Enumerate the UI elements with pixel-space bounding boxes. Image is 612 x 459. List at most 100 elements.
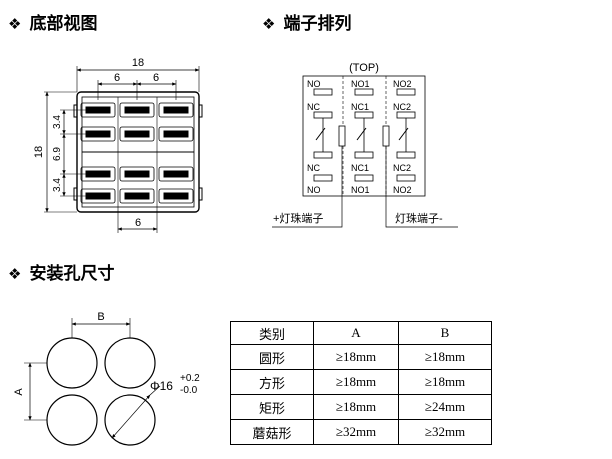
- pin-terminal: [124, 106, 150, 114]
- dim-a-label: A: [13, 388, 25, 396]
- table-cell: ≥18mm: [398, 369, 492, 395]
- table-row: 矩形 ≥18mm ≥24mm: [230, 394, 492, 420]
- dim-bottom-pitch-label: 6: [135, 217, 141, 229]
- section-title-terminals: ❖端子排列: [262, 14, 352, 34]
- terminal-label: NO1: [351, 185, 370, 195]
- pin-terminal: [124, 170, 150, 178]
- diameter-label: Φ16: [150, 379, 173, 393]
- terminal-label: NC2: [393, 102, 411, 112]
- pin-housing: [119, 102, 155, 118]
- table-cell: 圆形: [230, 344, 314, 370]
- contact-lever: [356, 127, 367, 141]
- pin-terminal: [163, 192, 189, 200]
- mounting-hole: [46, 394, 98, 446]
- terminal-label: NC: [307, 102, 320, 112]
- table-cell: ≥18mm: [398, 344, 492, 370]
- contact-pad: [396, 174, 416, 182]
- diamond-bullet-icon: ❖: [262, 15, 276, 33]
- terminal-layout-drawing: [272, 75, 458, 228]
- terminal-label: NO2: [393, 185, 412, 195]
- contact-pad: [396, 88, 416, 96]
- pin-terminal: [163, 130, 189, 138]
- contact-pad: [396, 111, 416, 119]
- pin-housing: [158, 102, 194, 118]
- contact-pad: [354, 88, 374, 96]
- dim-b-label: B: [97, 311, 104, 323]
- led-terminal: [382, 125, 390, 147]
- terminal-label: NO: [307, 185, 321, 195]
- bottom-view-pins: [80, 102, 194, 204]
- dim-pitch-label: 6: [114, 72, 120, 84]
- table-cell: ≥18mm: [313, 344, 399, 370]
- table-cell: ≥32mm: [313, 419, 399, 445]
- led-plus-label: +灯珠端子: [273, 211, 323, 225]
- mounting-labels: B A Φ16 +0.2 -0.0: [13, 311, 200, 396]
- table-cell: ≥24mm: [398, 394, 492, 420]
- contact-pad: [313, 111, 333, 119]
- dim-height-label: 18: [33, 146, 45, 158]
- pin-terminal: [163, 106, 189, 114]
- mounting-holes-drawing: [24, 318, 161, 446]
- contact-lever: [315, 127, 326, 141]
- pin-housing: [119, 188, 155, 204]
- top-label: (TOP): [349, 62, 379, 74]
- section-title-bottom-view: ❖底部视图: [8, 14, 98, 34]
- table-header-cell: B: [398, 321, 492, 345]
- mounting-hole: [104, 337, 156, 389]
- pin-housing: [158, 126, 194, 142]
- contact-pad: [313, 88, 333, 96]
- terminal-label: NC1: [351, 163, 369, 173]
- section-title-mounting: ❖安装孔尺寸: [8, 264, 115, 284]
- table-cell: ≥18mm: [313, 369, 399, 395]
- mounting-hole: [46, 337, 98, 389]
- dim-pitch-label: 6: [153, 72, 159, 84]
- led-terminal: [338, 125, 346, 147]
- dim-row-label: 3.4: [52, 178, 63, 192]
- mounting-spec-table: 类别 A B 圆形 ≥18mm ≥18mm 方形 ≥18mm ≥18mm 矩形 …: [230, 321, 492, 445]
- pin-housing: [119, 126, 155, 142]
- tolerance-plus: +0.2: [180, 373, 200, 384]
- diamond-bullet-icon: ❖: [8, 15, 22, 33]
- contact-pad: [313, 151, 333, 159]
- table-header-cell: A: [313, 321, 399, 345]
- table-header-cell: 类别: [230, 321, 314, 345]
- contact-pad: [354, 151, 374, 159]
- terminal-label: NC1: [351, 102, 369, 112]
- table-cell: 蘑菇形: [230, 419, 314, 445]
- table-cell: 方形: [230, 369, 314, 395]
- table-row: 圆形 ≥18mm ≥18mm: [230, 344, 492, 370]
- terminal-label: NO: [307, 79, 321, 89]
- contact-lever: [398, 127, 409, 141]
- pin-terminal: [124, 130, 150, 138]
- terminal-labels: (TOP) NO NO1 NO2 NC NC1 NC2 NC NC1 NC2 N…: [273, 62, 443, 225]
- body-ear: [73, 104, 78, 118]
- terminal-contacts: [313, 88, 416, 182]
- contact-pad: [313, 174, 333, 182]
- led-minus-label: 灯珠端子-: [395, 211, 443, 225]
- terminal-label: NC: [307, 163, 320, 173]
- dim-row-label: 3.4: [52, 115, 63, 129]
- contact-pad: [354, 174, 374, 182]
- diamond-bullet-icon: ❖: [8, 265, 22, 283]
- dim-width-label: 18: [132, 57, 144, 69]
- diameter-leader: [111, 394, 151, 439]
- bottom-view-drawing: [44, 66, 203, 233]
- contact-pad: [354, 111, 374, 119]
- bottom-view-dim-labels: 18 6 6 6 18 3.4 6.9 3.4: [33, 57, 159, 229]
- terminal-frame: [302, 75, 426, 197]
- terminal-label: NC2: [393, 163, 411, 173]
- dim-row-label: 6.9: [52, 147, 63, 161]
- led-minus-leader: [385, 146, 458, 228]
- table-cell: 矩形: [230, 394, 314, 420]
- pin-housing: [158, 188, 194, 204]
- table-cell: ≥32mm: [398, 419, 492, 445]
- table-row: 蘑菇形 ≥32mm ≥32mm: [230, 419, 492, 445]
- terminal-label: NO1: [351, 79, 370, 89]
- pin-housing: [119, 166, 155, 182]
- terminal-label: NO2: [393, 79, 412, 89]
- contact-pad: [396, 151, 416, 159]
- body-ear: [73, 187, 78, 201]
- body-ear: [198, 187, 203, 201]
- led-plus-leader: [272, 146, 343, 228]
